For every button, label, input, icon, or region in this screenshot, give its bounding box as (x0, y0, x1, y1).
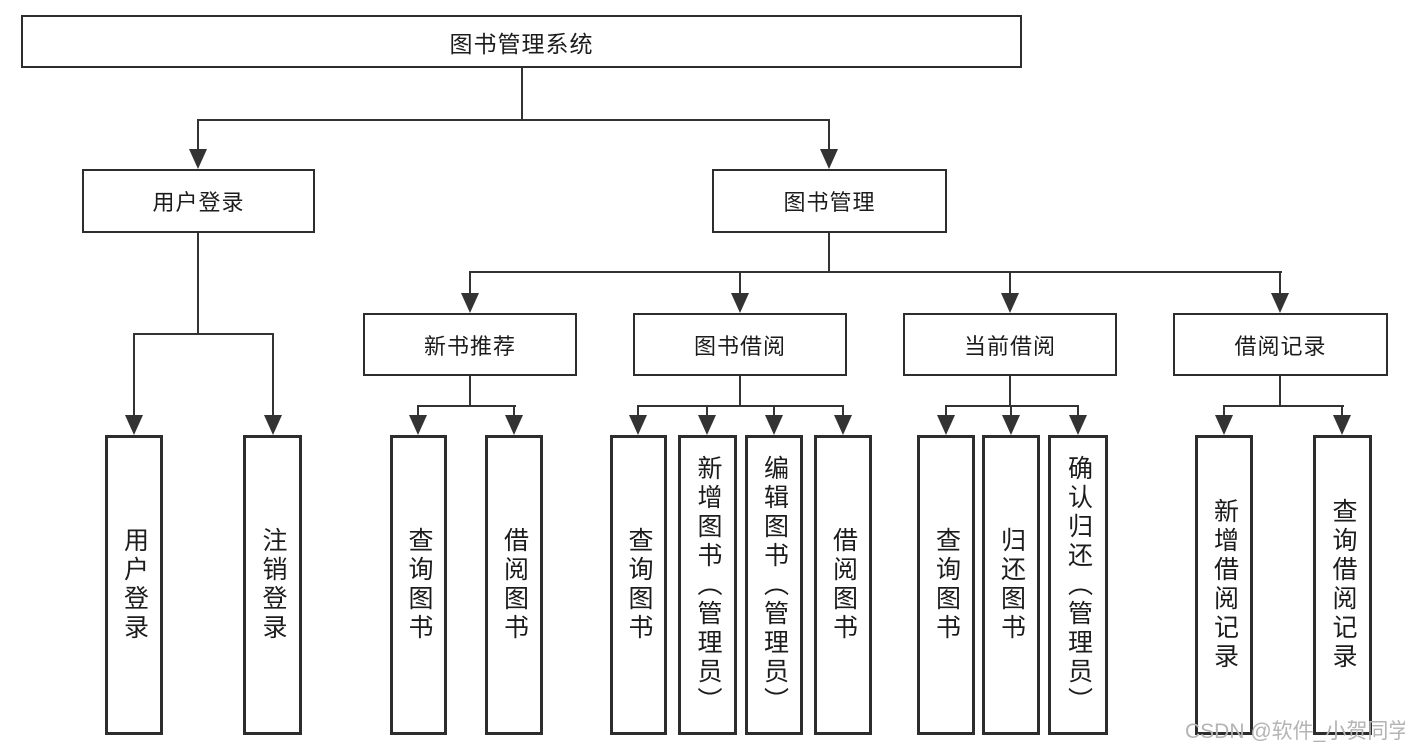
node-new-book-recommendation: 新书推荐 (363, 313, 577, 376)
arrowhead-down-icon (125, 415, 143, 435)
node-label: 当前借阅 (963, 333, 1056, 359)
arrowhead-down-icon (765, 415, 783, 435)
connector-book-management-stem (828, 233, 830, 273)
node-book-management: 图书管理 (712, 169, 947, 233)
arrowhead-down-icon (834, 415, 852, 435)
leaf-label: 归还图书 (997, 527, 1026, 643)
leaf-recommend-query-books: 查询图书 (390, 435, 447, 735)
arrowhead-down-icon (1271, 293, 1289, 313)
connector-user-login-stem (197, 233, 199, 335)
arrowhead-down-icon (1333, 415, 1351, 435)
connector-drop-leaf (417, 405, 419, 417)
arrowhead-down-icon (1001, 293, 1019, 313)
leaf-label: 确认归还（管理员） (1064, 454, 1093, 716)
arrowhead-down-icon (461, 293, 479, 313)
leaf-current-query-books: 查询图书 (917, 435, 975, 735)
leaf-label: 新增借阅记录 (1210, 498, 1239, 672)
leaf-add-borrow-record: 新增借阅记录 (1195, 435, 1253, 735)
connector-drop-leaf (842, 405, 844, 417)
leaf-label: 查询借阅记录 (1329, 498, 1357, 672)
connector-drop-borrow-records (1279, 271, 1281, 295)
node-label: 用户登录 (152, 190, 245, 215)
connector-drop-book-borrow (739, 271, 741, 295)
connector-new-book-stem (469, 376, 471, 407)
connector-drop-leaf (133, 333, 135, 415)
connector-drop-leaf (1010, 405, 1012, 417)
leaf-query-borrow-record: 查询借阅记录 (1313, 435, 1372, 735)
leaf-logout: 注销登录 (243, 435, 302, 735)
arrowhead-down-icon (189, 149, 207, 169)
leaf-borrowing-query-books: 查询图书 (610, 435, 667, 735)
leaf-return-books: 归还图书 (982, 435, 1040, 735)
leaf-confirm-return-admin: 确认归还（管理员） (1048, 435, 1108, 735)
leaf-label: 借阅图书 (829, 527, 858, 643)
connector-borrow-records-stem (1279, 376, 1281, 407)
arrowhead-down-icon (820, 149, 838, 169)
leaf-label: 借阅图书 (500, 527, 529, 643)
arrowhead-down-icon (409, 415, 427, 435)
leaf-borrowing-borrow-books: 借阅图书 (814, 435, 872, 735)
leaf-label: 查询图书 (932, 527, 961, 643)
connector-drop-leaf (1223, 405, 1225, 417)
connector-book-borrow-branch (637, 405, 844, 407)
node-library-management-system: 图书管理系统 (21, 15, 1022, 68)
arrowhead-down-icon (698, 415, 716, 435)
arrowhead-down-icon (505, 415, 523, 435)
connector-drop-leaf (1341, 405, 1343, 417)
node-borrowing-records: 借阅记录 (1173, 313, 1388, 376)
connector-drop-leaf (272, 333, 274, 415)
connector-drop-user-login (197, 119, 199, 151)
node-label: 图书管理 (783, 190, 876, 215)
connector-drop-current-borrow (1009, 271, 1011, 295)
node-book-borrowing: 图书借阅 (633, 313, 847, 376)
leaf-edit-books-admin: 编辑图书（管理员） (745, 435, 803, 735)
arrowhead-down-icon (1215, 415, 1233, 435)
connector-user-login-branch (133, 333, 274, 335)
node-label: 借阅记录 (1234, 333, 1327, 359)
connector-borrow-records-branch (1223, 405, 1344, 407)
arrowhead-down-icon (264, 415, 282, 435)
connector-drop-leaf (637, 405, 639, 417)
connector-drop-leaf (513, 405, 515, 417)
node-current-borrowing: 当前借阅 (903, 313, 1117, 376)
connector-current-borrow-branch (945, 405, 1079, 407)
leaf-label: 用户登录 (120, 527, 149, 643)
leaf-user-login: 用户登录 (105, 435, 163, 735)
connector-current-borrow-stem (1009, 376, 1011, 407)
leaf-label: 查询图书 (625, 527, 653, 643)
csdn-watermark: CSDN @软件_小贺同学 (1185, 720, 1405, 743)
connector-root-branch (197, 119, 830, 121)
connector-drop-leaf (1077, 405, 1079, 417)
leaf-label: 查询图书 (405, 527, 433, 643)
leaf-label: 注销登录 (259, 527, 287, 643)
connector-new-book-branch (417, 405, 516, 407)
node-label: 图书借阅 (693, 333, 786, 359)
connector-drop-leaf (945, 405, 947, 417)
connector-drop-book-management (828, 119, 830, 151)
leaf-recommend-borrow-books: 借阅图书 (485, 435, 543, 735)
connector-book-borrow-stem (739, 376, 741, 407)
node-label: 图书管理系统 (449, 30, 594, 57)
node-user-login: 用户登录 (82, 169, 315, 233)
node-label: 新书推荐 (423, 333, 516, 359)
leaf-add-books-admin: 新增图书（管理员） (678, 435, 737, 735)
connector-book-management-branch (469, 271, 1282, 273)
connector-drop-leaf (706, 405, 708, 417)
arrowhead-down-icon (1069, 415, 1087, 435)
arrowhead-down-icon (1002, 415, 1020, 435)
connector-root-stem (521, 68, 523, 119)
connector-drop-new-book (469, 271, 471, 295)
arrowhead-down-icon (937, 415, 955, 435)
leaf-label: 编辑图书（管理员） (760, 454, 789, 716)
connector-drop-leaf (773, 405, 775, 417)
arrowhead-down-icon (731, 293, 749, 313)
leaf-label: 新增图书（管理员） (694, 454, 722, 716)
arrowhead-down-icon (629, 415, 647, 435)
